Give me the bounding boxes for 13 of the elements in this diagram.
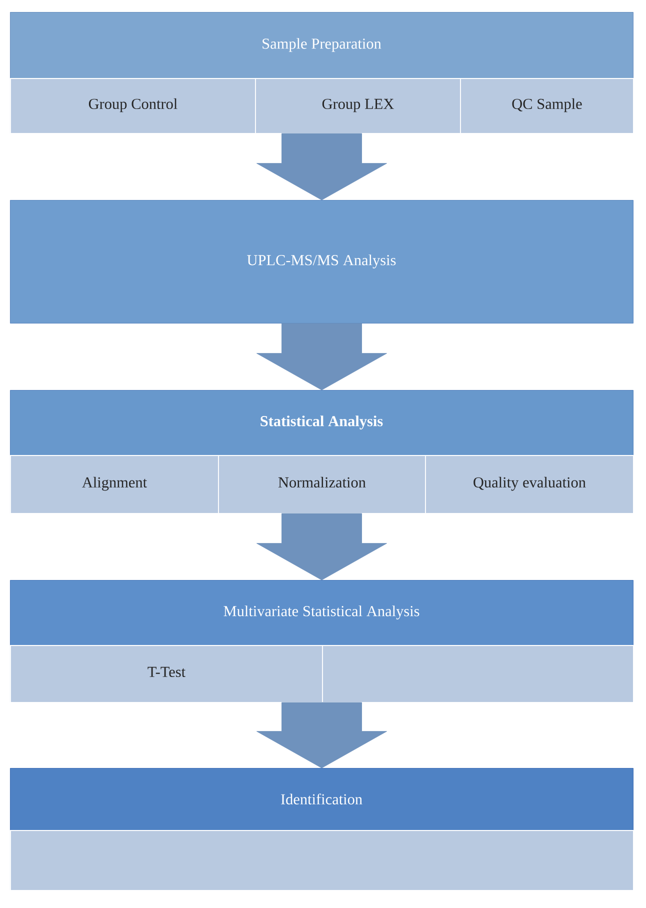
- block-arrow: [256, 702, 387, 768]
- step-cell: Normalization: [218, 455, 426, 514]
- block-arrow: [256, 133, 387, 200]
- empty-cell: [10, 830, 634, 891]
- block-arrow: [256, 323, 387, 390]
- step-cell: Quality evaluation: [425, 455, 634, 514]
- step-cell: Group Control: [10, 78, 256, 134]
- step-cell: QC Sample: [460, 78, 634, 134]
- step-cell: T-Test: [10, 645, 323, 703]
- step-cell: Alignment: [10, 455, 219, 514]
- step-cell: Group LEX: [255, 78, 461, 134]
- stage-panel: UPLC-MS/MS Analysis: [10, 200, 634, 324]
- block-arrow: [256, 513, 387, 580]
